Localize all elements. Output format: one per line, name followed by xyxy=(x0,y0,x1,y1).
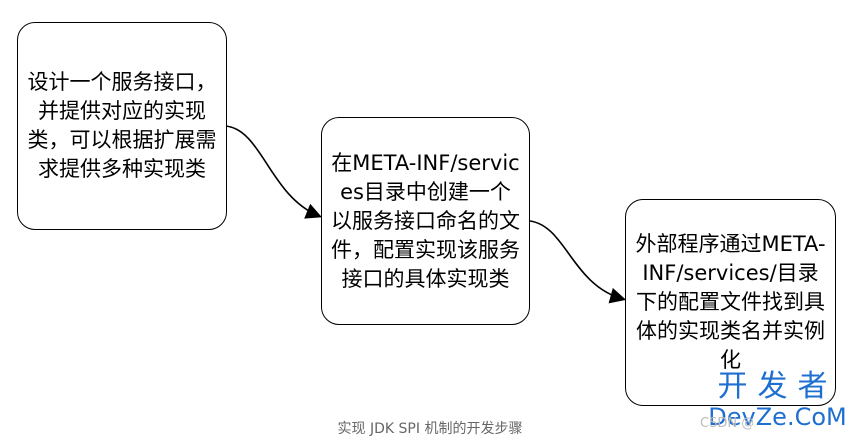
step-2-box: 在META-INF/services目录中创建一个以服务接口命名的文件，配置实现… xyxy=(321,117,530,325)
watermark-line1: 开发者 xyxy=(717,369,838,404)
step-3-text: 外部程序通过META-INF/services/目录下的配置文件找到具体的实现类… xyxy=(635,232,826,372)
watermark-line2: DevZe.CoM xyxy=(708,403,847,431)
watermark-logo: 开发者 DevZe.CoM xyxy=(700,369,855,431)
step-1-text: 设计一个服务接口，并提供对应的实现类，可以根据扩展需求提供多种实现类 xyxy=(27,70,217,181)
arrow-step1-to-step2 xyxy=(225,125,322,219)
step-1-box: 设计一个服务接口，并提供对应的实现类，可以根据扩展需求提供多种实现类 xyxy=(17,22,227,230)
step-2-text: 在META-INF/services目录中创建一个以服务接口命名的文件，配置实现… xyxy=(331,150,520,291)
step-3-box: 外部程序通过META-INF/services/目录下的配置文件找到具体的实现类… xyxy=(625,199,836,406)
watermark-faint: CSDN @ xyxy=(700,416,755,431)
arrow-step2-to-step3 xyxy=(529,220,627,304)
figure-caption: 实现 JDK SPI 机制的开发步骤 xyxy=(337,421,523,437)
